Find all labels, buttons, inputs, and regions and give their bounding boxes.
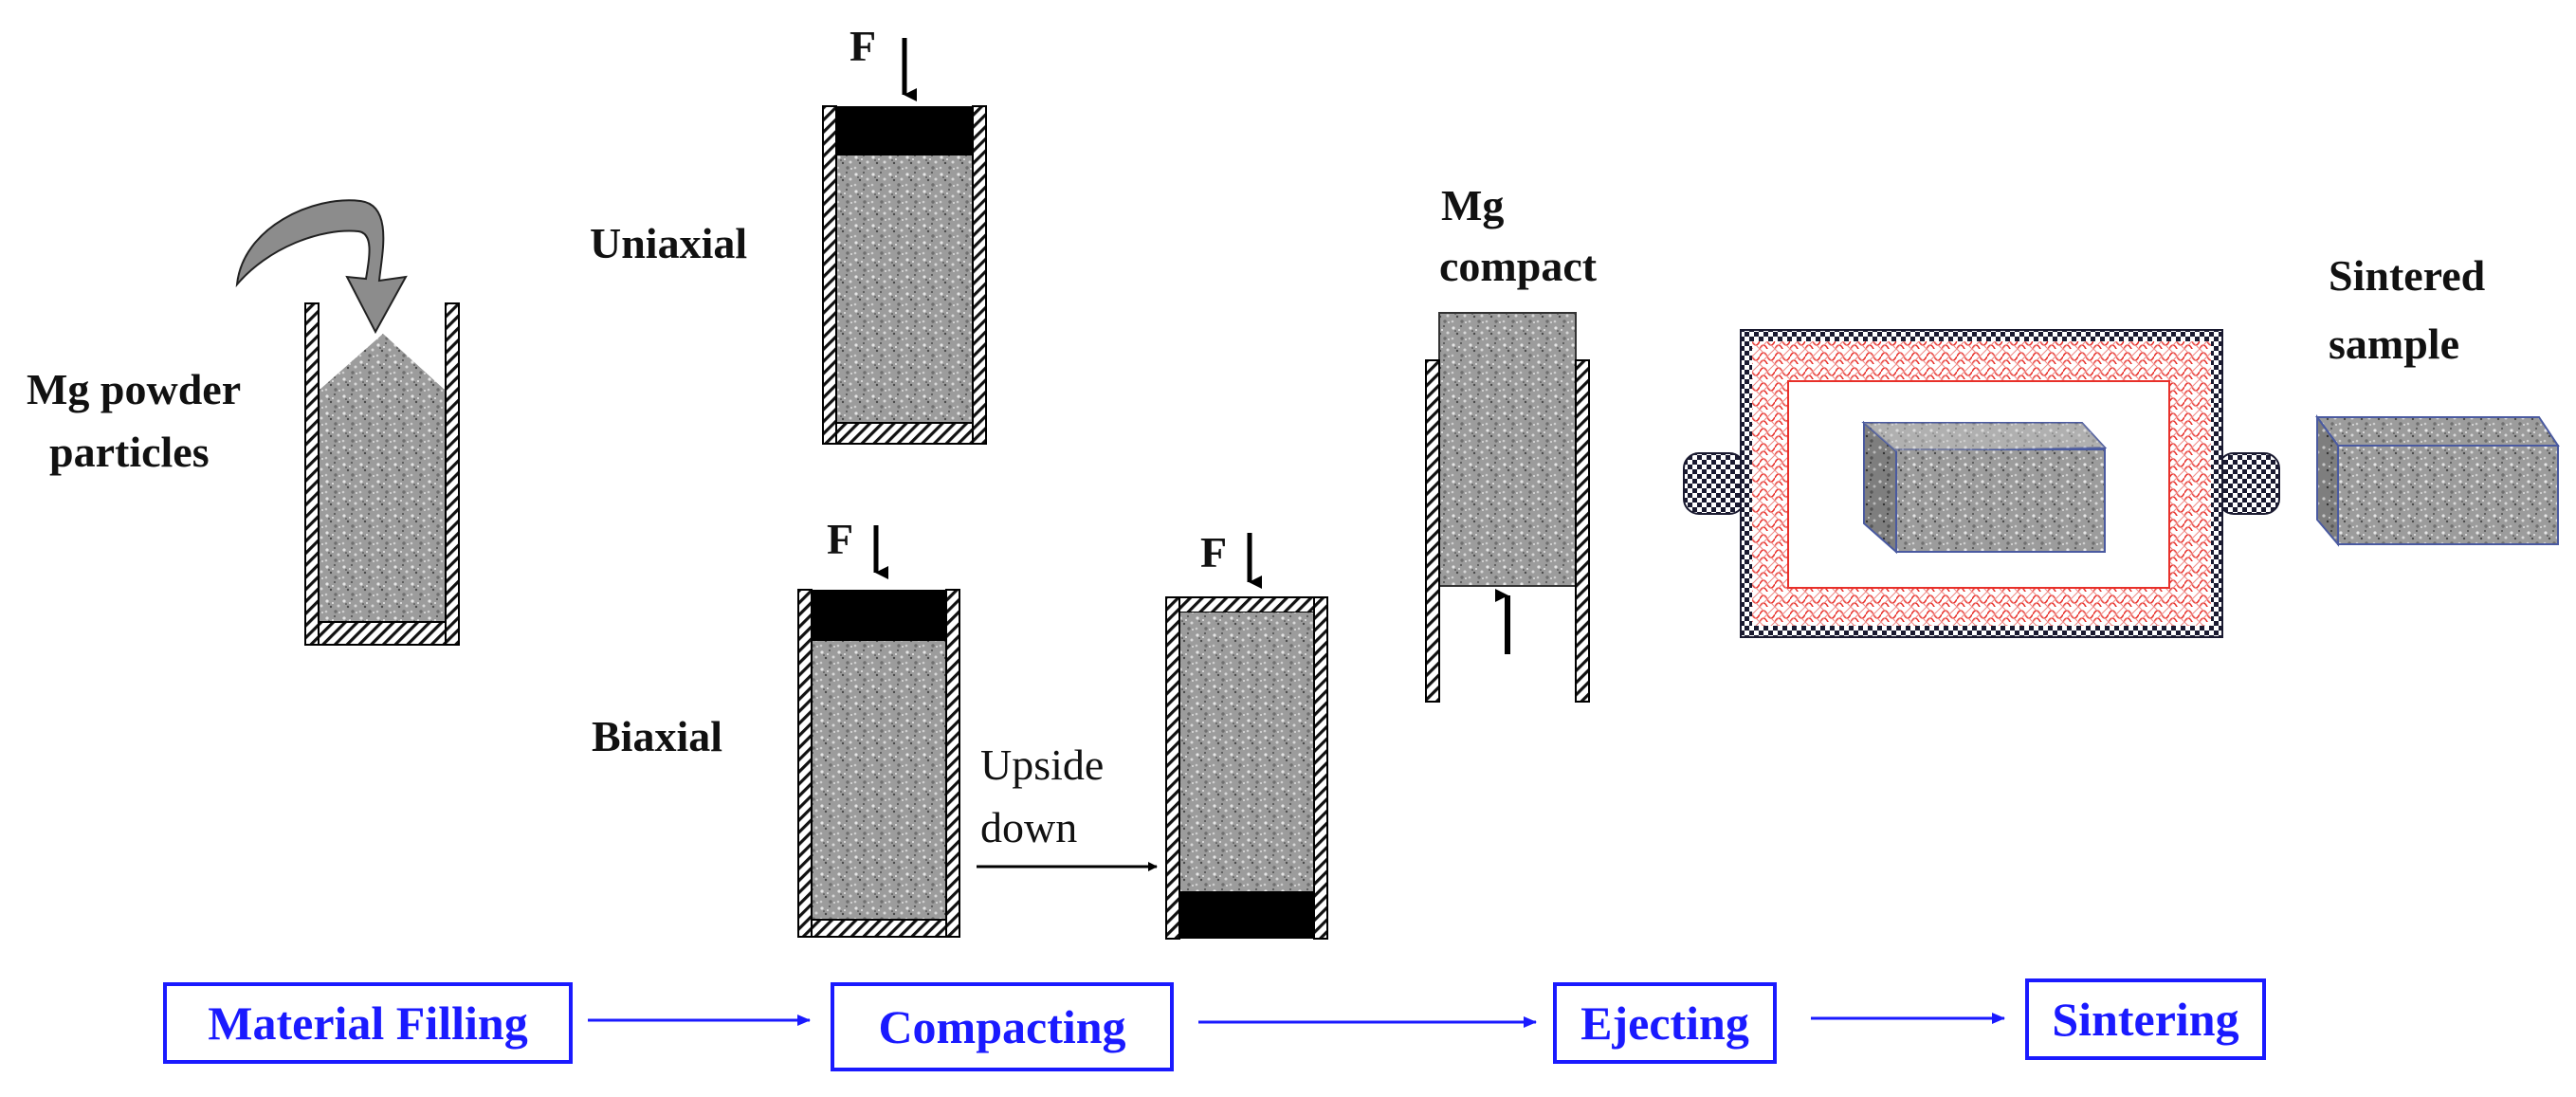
step-label-ejecting: Ejecting: [1580, 996, 1749, 1050]
step-label-sintering: Sintering: [2052, 993, 2238, 1046]
step-box-material-filling: [163, 982, 573, 1064]
biaxial-label: Biaxial: [592, 712, 722, 760]
furnace-sample: [1861, 420, 2108, 555]
step-label-compacting: Compacting: [878, 1000, 1125, 1053]
step-box-sintering: [2025, 978, 2266, 1060]
pour-arrow: [235, 199, 408, 335]
uniaxial-force-label: F: [850, 22, 876, 70]
biaxial-die-1: F: [797, 515, 960, 938]
biaxial2-punch: [1179, 891, 1314, 939]
powder-label-line1: Mg powder: [27, 365, 241, 413]
biaxial2-die-left-wall: [1165, 596, 1180, 940]
filling-die-right-wall: [445, 302, 460, 646]
biaxial1-die-right-wall: [945, 589, 960, 938]
furnace-left-tube: [1683, 452, 1745, 515]
ejecting-die-right-wall: [1575, 359, 1590, 703]
uniaxial-die-bottom: [835, 422, 974, 445]
biaxial2-die-right-wall: [1313, 596, 1328, 940]
biaxial2-force-label: F: [1200, 528, 1227, 576]
upside-down-label-line2: down: [980, 803, 1077, 851]
ejecting-die-left-wall: [1425, 359, 1440, 703]
uniaxial-punch: [836, 106, 973, 155]
biaxial-die-2: F: [1165, 528, 1328, 940]
compact-label-line2: compact: [1439, 242, 1598, 290]
step-label-material-filling: Material Filling: [208, 996, 527, 1050]
uniaxial-die: F Uniaxial: [590, 22, 987, 445]
biaxial1-punch: [812, 590, 946, 641]
compact-label-line1: Mg: [1441, 181, 1504, 229]
process-flow: Material Filling Compacting Ejecting Sin…: [163, 978, 2266, 1071]
uniaxial-die-right-wall: [972, 105, 987, 445]
sintering-furnace: [1683, 329, 2280, 638]
step-box-ejecting: [1553, 982, 1777, 1064]
uniaxial-powder: [836, 155, 973, 423]
powder-heap: [319, 334, 446, 391]
sintered-sample: Sintered sample: [2315, 251, 2560, 547]
biaxial1-force-label: F: [827, 515, 853, 563]
filling-die-left-wall: [304, 302, 320, 646]
uniaxial-label: Uniaxial: [590, 219, 747, 267]
biaxial1-die-bottom: [811, 919, 947, 938]
biaxial1-die-left-wall: [797, 589, 813, 938]
filling-stage: Mg powder particles: [27, 199, 460, 646]
biaxial1-powder: [812, 641, 946, 920]
step-box-compacting: [831, 982, 1174, 1071]
ejecting-die: Mg compact: [1425, 181, 1598, 703]
furnace-right-tube: [2218, 452, 2280, 515]
filling-die-bottom: [318, 621, 447, 646]
compact-block: [1438, 312, 1577, 587]
biaxial2-powder: [1179, 612, 1314, 891]
sintered-label-line2: sample: [2329, 320, 2459, 368]
powder-label-line2: particles: [49, 428, 210, 476]
biaxial2-die-top: [1178, 596, 1315, 613]
uniaxial-die-left-wall: [822, 105, 837, 445]
filling-powder: [319, 389, 446, 622]
upside-down-label-line1: Upside: [980, 740, 1104, 789]
sintered-label-line1: Sintered: [2329, 251, 2486, 300]
